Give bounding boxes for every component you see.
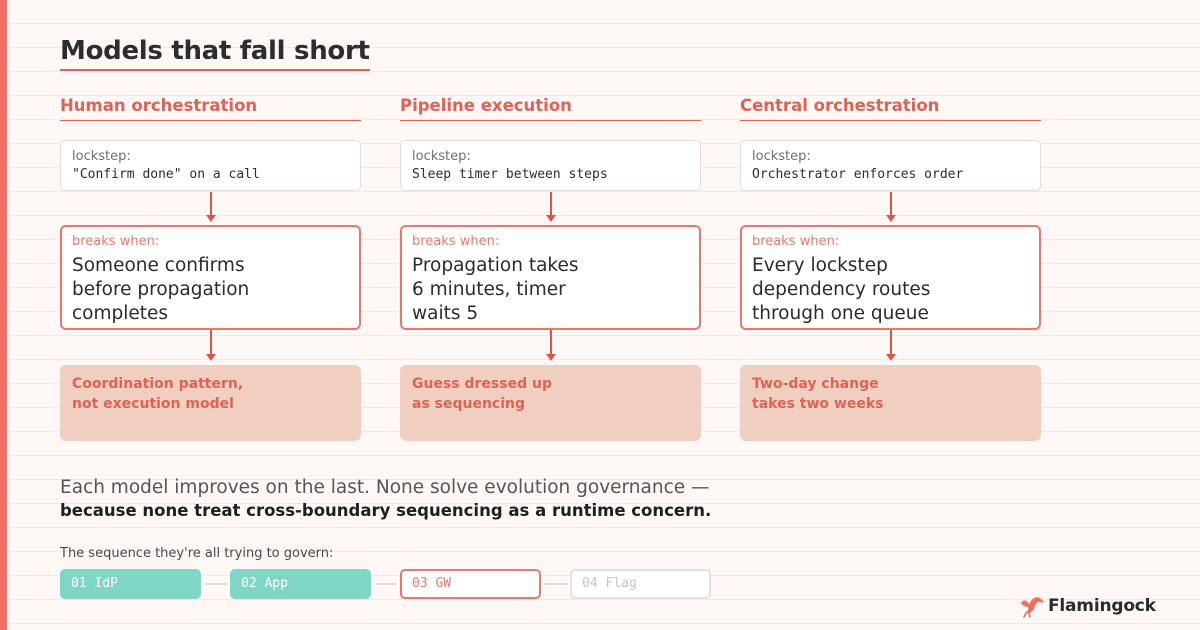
breaks-label: breaks when:: [72, 234, 160, 249]
sequence-step-app: 02 App: [230, 569, 371, 599]
lockstep-text: "Confirm done" on a call: [72, 167, 260, 182]
sequence-step-gw: 03 GW: [400, 569, 541, 599]
outcome-text: Guess dressed up as sequencing: [412, 374, 689, 414]
lockstep-box: lockstep: Sleep timer between steps: [400, 140, 701, 191]
sequence-step-flag: 04 Flag: [570, 569, 711, 599]
breaks-line: waits 5: [412, 303, 479, 324]
breaks-text: Every lockstep dependency routes through…: [752, 254, 1029, 326]
breaks-text: Someone confirms before propagation comp…: [72, 254, 349, 326]
outcome-line: not execution model: [72, 396, 234, 412]
column-heading: Pipeline execution: [400, 96, 701, 121]
brand-name: Flamingock: [1048, 596, 1156, 616]
lockstep-label: lockstep:: [752, 149, 811, 164]
sequence-caption: The sequence they're all trying to gover…: [60, 546, 334, 561]
step-connector: [205, 583, 227, 585]
outcome-box: Guess dressed up as sequencing: [400, 365, 701, 441]
breaks-line: 6 minutes, timer: [412, 279, 566, 300]
flamingo-bird-icon: [1021, 597, 1044, 618]
down-arrow-icon: [885, 192, 896, 222]
lockstep-label: lockstep:: [412, 149, 471, 164]
outcome-box: Coordination pattern, not execution mode…: [60, 365, 361, 441]
breaks-when-box: breaks when: Every lockstep dependency r…: [740, 225, 1041, 330]
lockstep-box: lockstep: Orchestrator enforces order: [740, 140, 1041, 191]
column-heading: Human orchestration: [60, 96, 361, 121]
breaks-line: dependency routes: [752, 279, 931, 300]
outcome-line: Coordination pattern,: [72, 376, 244, 392]
breaks-when-box: breaks when: Someone confirms before pro…: [60, 225, 361, 330]
breaks-line: completes: [72, 303, 169, 324]
sequence-step-idp: 01 IdP: [60, 569, 201, 599]
breaks-label: breaks when:: [752, 234, 840, 249]
outcome-text: Two-day change takes two weeks: [752, 374, 1029, 414]
down-arrow-icon: [885, 330, 896, 361]
lockstep-box: lockstep: "Confirm done" on a call: [60, 140, 361, 191]
breaks-line: Every lockstep: [752, 255, 888, 276]
outcome-line: Two-day change: [752, 376, 879, 392]
outcome-box: Two-day change takes two weeks: [740, 365, 1041, 441]
brand-logo: Flamingock: [1019, 593, 1156, 619]
step-connector: [545, 583, 567, 585]
breaks-label: breaks when:: [412, 234, 500, 249]
column-human-orchestration: Human orchestration lockstep: "Confirm d…: [60, 96, 361, 441]
down-arrow-icon: [545, 330, 556, 361]
outcome-text: Coordination pattern, not execution mode…: [72, 374, 349, 414]
breaks-line: before propagation: [72, 279, 250, 300]
outcome-line: Guess dressed up: [412, 376, 552, 392]
column-pipeline-execution: Pipeline execution lockstep: Sleep timer…: [400, 96, 701, 441]
down-arrow-icon: [205, 330, 216, 361]
breaks-line: through one queue: [752, 303, 929, 324]
column-heading: Central orchestration: [740, 96, 1041, 121]
lockstep-text: Orchestrator enforces order: [752, 167, 964, 182]
down-arrow-icon: [205, 192, 216, 222]
column-central-orchestration: Central orchestration lockstep: Orchestr…: [740, 96, 1041, 441]
outcome-line: takes two weeks: [752, 396, 884, 412]
breaks-line: Propagation takes: [412, 255, 579, 276]
step-connector: [375, 583, 397, 585]
lockstep-label: lockstep:: [72, 149, 131, 164]
left-accent-bar: [0, 0, 7, 630]
page-title: Models that fall short: [60, 36, 370, 71]
breaks-text: Propagation takes 6 minutes, timer waits…: [412, 254, 689, 326]
summary-text: Each model improves on the last. None so…: [60, 477, 710, 498]
lockstep-text: Sleep timer between steps: [412, 167, 608, 182]
breaks-line: Someone confirms: [72, 255, 245, 276]
breaks-when-box: breaks when: Propagation takes 6 minutes…: [400, 225, 701, 330]
down-arrow-icon: [545, 192, 556, 222]
summary-emphasis: because none treat cross-boundary sequen…: [60, 501, 712, 520]
outcome-line: as sequencing: [412, 396, 526, 412]
